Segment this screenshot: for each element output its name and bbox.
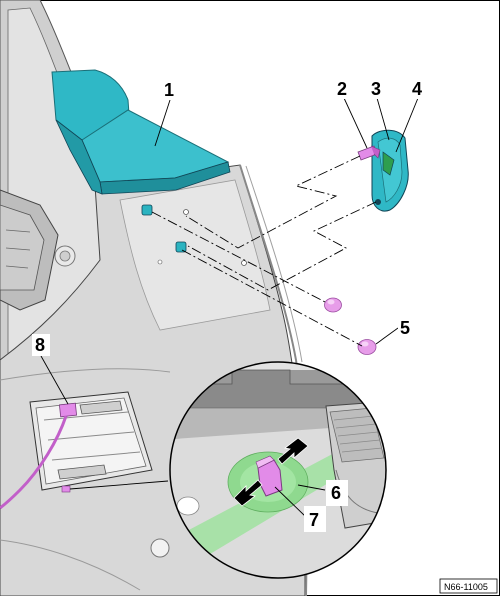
arrow-icon <box>233 437 309 507</box>
control-module-part8 <box>0 391 153 510</box>
mounting-hole-lower <box>175 241 187 253</box>
clips-part5 <box>324 297 377 355</box>
callout-leaders <box>40 97 419 517</box>
callout-labels: 1 2 3 4 5 6 7 8 <box>32 79 426 532</box>
bracket-part3 <box>357 129 409 212</box>
callout-2: 2 <box>337 79 347 99</box>
callout-4: 4 <box>412 79 422 99</box>
callout-7-bg <box>304 506 326 532</box>
reference-code: N66-11005 <box>444 582 488 592</box>
callout-2-bg <box>335 79 351 99</box>
alignment-lines <box>151 155 377 347</box>
mounting-hole-upper <box>141 204 153 216</box>
insert-part4 <box>382 151 395 176</box>
callout-8: 8 <box>35 335 45 355</box>
callout-1: 1 <box>164 80 174 100</box>
callout-3: 3 <box>371 79 381 99</box>
callout-1-bg <box>162 80 178 100</box>
callout-8-bg <box>32 334 50 356</box>
callout-4-bg <box>410 79 426 99</box>
reference-code-box: N66-11005 <box>439 578 498 594</box>
callout-3-bg <box>369 79 385 99</box>
callout-5-bg <box>398 318 414 338</box>
connector-part8 <box>58 402 78 418</box>
callout-7: 7 <box>309 510 319 530</box>
callout-5: 5 <box>400 318 410 338</box>
callout-6: 6 <box>331 483 341 503</box>
callout-6-bg <box>326 480 348 506</box>
detail-leader <box>69 480 169 490</box>
